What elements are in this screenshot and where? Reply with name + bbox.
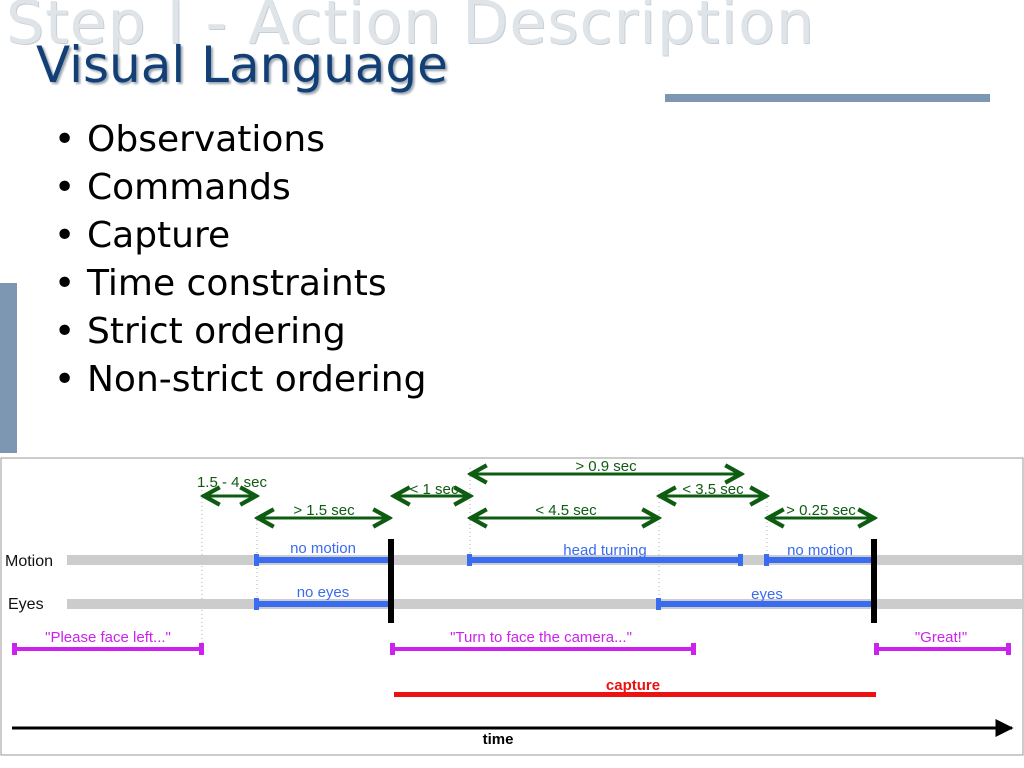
- ordering-barrier: [388, 539, 394, 623]
- bullet-item: • Commands: [54, 164, 426, 212]
- observation-bar: [470, 557, 741, 563]
- bullet-text: Capture: [87, 215, 231, 256]
- command-bar: [392, 647, 694, 651]
- command-bar: [14, 647, 202, 651]
- observation-labels: no motion no eyes head turning no motion…: [290, 540, 853, 603]
- observation-cap: [467, 554, 472, 566]
- capture-label: capture: [606, 677, 660, 694]
- observation-bar: [257, 601, 390, 607]
- ghost-slide-title: Step I - Action Description: [6, 0, 815, 58]
- bullet-text: Non-strict ordering: [87, 359, 427, 400]
- command-cap: [390, 643, 395, 655]
- command-cap: [199, 643, 204, 655]
- bullet-item: • Non-strict ordering: [54, 356, 426, 404]
- observation-bar: [257, 557, 390, 563]
- constraint-labels: 1.5 - 4 sec > 1.5 sec < 1 sec > 0.9 sec …: [197, 458, 856, 519]
- bullet-item: • Time constraints: [54, 260, 426, 308]
- observation-bar: [659, 601, 874, 607]
- observation-cap: [254, 554, 259, 566]
- bullet-dot-icon: •: [54, 119, 76, 160]
- ordering-barrier: [871, 539, 877, 623]
- command-cap: [1006, 643, 1011, 655]
- bullet-item: • Observations: [54, 116, 426, 164]
- eyes-row-label: Eyes: [8, 596, 44, 613]
- observation-label: no eyes: [297, 584, 350, 601]
- constraint-label: < 3.5 sec: [682, 481, 744, 498]
- bullet-list: • Observations • Commands • Capture • Time c…: [54, 116, 426, 404]
- observation-label: eyes: [751, 586, 783, 603]
- command-bar: [876, 647, 1010, 651]
- observation-label: no motion: [290, 540, 356, 557]
- bullet-item: • Strict ordering: [54, 308, 426, 356]
- command-label: "Please face left...": [45, 629, 171, 646]
- command-cap: [874, 643, 879, 655]
- diagram-frame: [0, 457, 1024, 756]
- observation-label: no motion: [787, 542, 853, 559]
- slide-title: Visual Language: [36, 36, 448, 94]
- constraint-label: > 1.5 sec: [293, 502, 355, 519]
- commands: [12, 643, 1011, 655]
- bullet-text: Observations: [87, 119, 325, 160]
- observation-label: head turning: [563, 542, 646, 559]
- bullet-dot-icon: •: [54, 359, 76, 400]
- bullet-text: Time constraints: [87, 263, 387, 304]
- bullet-text: Commands: [87, 167, 291, 208]
- command-label: "Turn to face the camera...": [450, 629, 632, 646]
- bullet-dot-icon: •: [54, 311, 76, 352]
- bullet-dot-icon: •: [54, 167, 76, 208]
- command-labels: "Please face left..." "Turn to face the …: [45, 629, 967, 646]
- motion-row-label: Motion: [5, 553, 53, 570]
- bullet-item: • Capture: [54, 212, 426, 260]
- observation-cap: [764, 554, 769, 566]
- observation-cap: [656, 598, 661, 610]
- observations: [254, 554, 874, 610]
- constraint-label: < 1 sec: [410, 481, 459, 498]
- bullet-dot-icon: •: [54, 263, 76, 304]
- command-cap: [12, 643, 17, 655]
- title-underline: [665, 94, 990, 102]
- constraint-label: > 0.25 sec: [786, 502, 856, 519]
- constraint-label: < 4.5 sec: [535, 502, 597, 519]
- side-accent-bar: [0, 283, 17, 453]
- capture-bar: [394, 692, 876, 697]
- time-constraints: [204, 474, 874, 518]
- observation-cap: [738, 554, 743, 566]
- constraint-label: 1.5 - 4 sec: [197, 474, 268, 491]
- command-cap: [691, 643, 696, 655]
- bullet-dot-icon: •: [54, 215, 76, 256]
- observation-cap: [254, 598, 259, 610]
- constraint-label: > 0.9 sec: [575, 458, 637, 475]
- command-label: "Great!": [915, 629, 967, 646]
- time-label: time: [483, 731, 514, 748]
- bullet-text: Strict ordering: [87, 311, 346, 352]
- timing-diagram: Motion Eyes 1.5 - 4 sec > 1.5 sec < 1 se…: [0, 457, 1024, 756]
- observation-bar: [767, 557, 874, 563]
